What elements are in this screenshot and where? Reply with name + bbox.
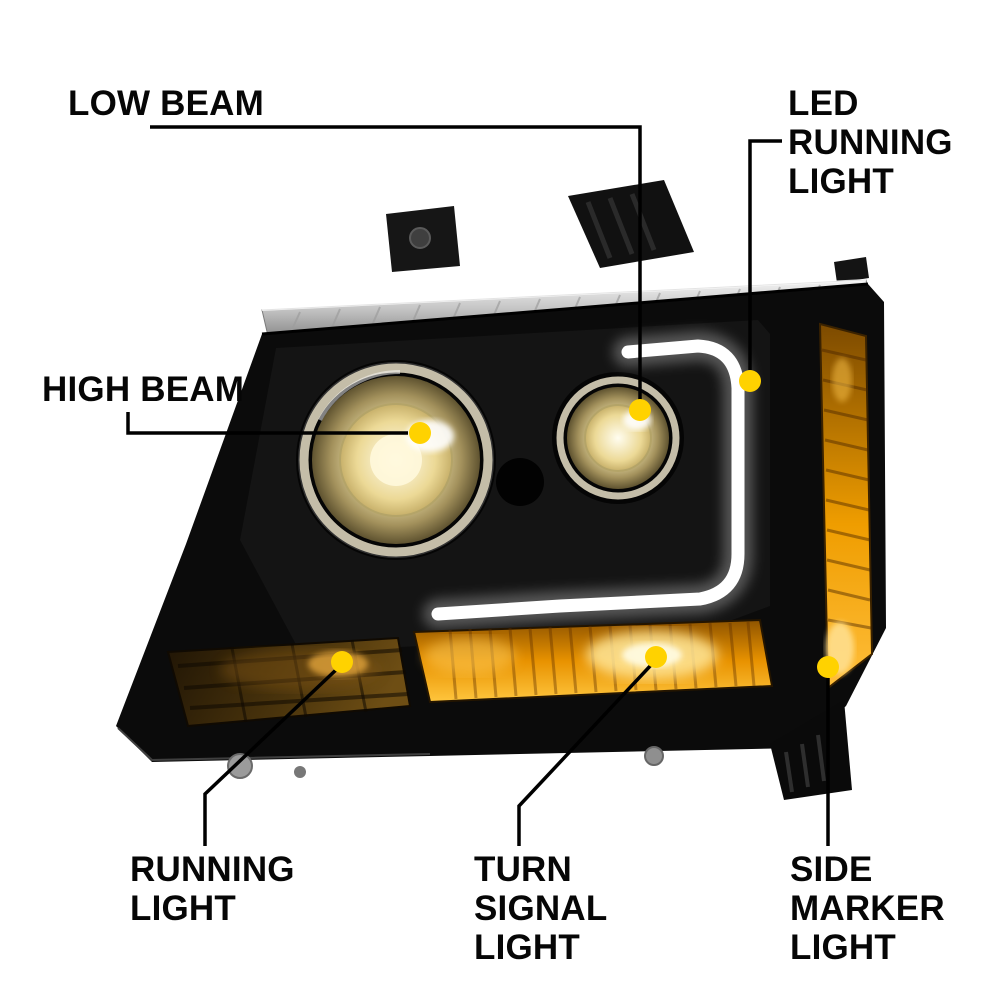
- label-side-marker-light-line-1: SIDE: [790, 850, 873, 889]
- label-side-marker-light: SIDE MARKER LIGHT: [790, 850, 945, 967]
- callout-dot-high-beam: [409, 422, 431, 444]
- callout-line-led-running-light: [748, 139, 782, 370]
- label-turn-signal-light-line-2: SIGNAL: [474, 889, 608, 928]
- label-running-light: RUNNING LIGHT: [130, 850, 295, 928]
- callout-lines: [126, 125, 830, 846]
- callout-dot-side-marker-light: [817, 656, 839, 678]
- callout-line-running-light: [203, 666, 340, 846]
- label-high-beam-line: HIGH BEAM: [42, 370, 245, 409]
- label-turn-signal-light: TURN SIGNAL LIGHT: [474, 850, 607, 967]
- callout-dot-led-running-light: [739, 370, 761, 392]
- callout-dot-running-light: [331, 651, 353, 673]
- label-led-running-light: LED RUNNING LIGHT: [788, 84, 953, 201]
- label-running-light-line-2: LIGHT: [130, 889, 236, 928]
- bezel-recess: [496, 458, 544, 506]
- label-turn-signal-light-line-1: TURN: [474, 850, 573, 889]
- label-led-running-light-line-3: LIGHT: [788, 162, 894, 201]
- mounting-bracket-left: [386, 206, 460, 272]
- label-running-light-line-1: RUNNING: [130, 850, 295, 889]
- label-side-marker-light-line-3: LIGHT: [790, 928, 896, 967]
- lower-bracket: [770, 700, 852, 800]
- label-low-beam-line: LOW BEAM: [68, 84, 265, 123]
- mounting-tab-right: [834, 257, 869, 283]
- adjuster-screws: [227, 746, 664, 779]
- callout-line-high-beam: [126, 412, 408, 435]
- label-low-beam: LOW BEAM: [68, 84, 264, 123]
- mounting-bracket-center: [568, 180, 694, 268]
- label-led-running-light-line-1: LED: [788, 84, 859, 123]
- label-high-beam: HIGH BEAM: [42, 370, 244, 409]
- high-beam-lens: [296, 360, 496, 560]
- led-running-light-bar: [423, 330, 753, 629]
- label-turn-signal-light-line-3: LIGHT: [474, 928, 580, 967]
- side-marker-strip: [818, 322, 874, 691]
- callout-dot-turn-signal-light: [645, 646, 667, 668]
- callout-dots: [331, 370, 839, 678]
- callout-dot-low-beam: [629, 399, 651, 421]
- label-side-marker-light-line-2: MARKER: [790, 889, 945, 928]
- callout-line-turn-signal-light: [517, 662, 654, 846]
- low-beam-lens: [552, 372, 684, 504]
- label-led-running-light-line-2: RUNNING: [788, 123, 953, 162]
- callout-line-low-beam: [150, 125, 642, 400]
